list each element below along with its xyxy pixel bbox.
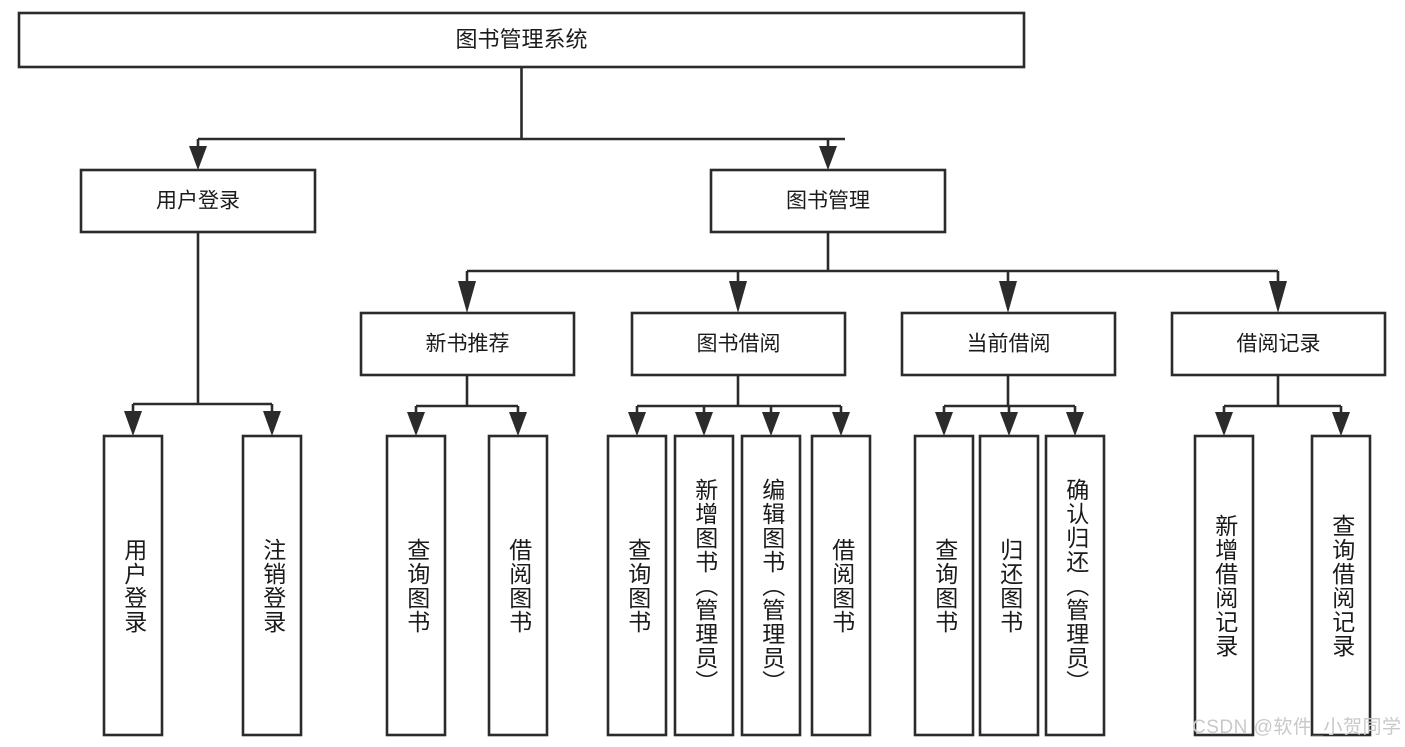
arrow-head-leaf-query-book-2 xyxy=(628,412,646,436)
node-root-box[interactable] xyxy=(17,11,1026,69)
arrow-head-borrow-record xyxy=(1269,281,1287,313)
node-borrow-record[interactable]: 借阅记录 xyxy=(1170,311,1387,377)
node-new-book-rec[interactable]: 新书推荐 xyxy=(359,311,576,377)
leaf-add-record-box[interactable] xyxy=(1193,434,1255,737)
arrow-head-current-borrow xyxy=(999,281,1017,313)
leaf-query-book-1-box[interactable] xyxy=(385,434,447,737)
arrow-head-leaf-query-record xyxy=(1332,412,1350,436)
node-borrow-record-label: 借阅记录 xyxy=(1237,333,1321,356)
arrow-head-leaf-add-record xyxy=(1215,412,1233,436)
leaf-borrow-book-2-box[interactable] xyxy=(810,434,872,737)
leaf-query-book-2-box[interactable] xyxy=(606,434,668,737)
node-book-borrow[interactable]: 图书借阅 xyxy=(630,311,847,377)
node-current-borrow-label: 当前借阅 xyxy=(967,333,1051,356)
node-book-borrow-label: 图书借阅 xyxy=(697,333,781,356)
arrow-head-leaf-user-login xyxy=(124,411,142,436)
arrow-head-leaf-add-book xyxy=(695,412,713,436)
node-borrow-record-box[interactable] xyxy=(1170,311,1387,377)
node-book-manage-label: 图书管理 xyxy=(786,190,870,213)
leaf-confirm-return-box[interactable] xyxy=(1044,434,1106,737)
csdn-watermark: CSDN @软件_小贺同学 xyxy=(1192,717,1402,738)
node-root[interactable]: 图书管理系统 xyxy=(17,11,1026,69)
leaf-borrow-book-1-box[interactable] xyxy=(487,434,549,737)
node-current-borrow-box[interactable] xyxy=(900,311,1117,377)
leaf-logout-login-box[interactable] xyxy=(241,434,303,737)
arrow-head-new-book-rec xyxy=(458,281,476,313)
node-user-login-label: 用户登录 xyxy=(156,190,240,213)
node-new-book-rec-box[interactable] xyxy=(359,311,576,377)
leaf-edit-book-box[interactable] xyxy=(740,434,802,737)
arrow-head-book-borrow xyxy=(729,281,747,313)
arrow-head-user-login xyxy=(189,146,207,170)
arrow-head-leaf-logout-login xyxy=(263,411,281,436)
node-book-manage-box[interactable] xyxy=(709,168,947,234)
leaf-query-record-box[interactable] xyxy=(1310,434,1372,737)
arrow-head-leaf-query-book-1 xyxy=(407,412,425,436)
arrow-head-book-manage xyxy=(819,146,837,170)
node-user-login[interactable]: 用户登录 xyxy=(79,168,317,234)
node-user-login-box[interactable] xyxy=(79,168,317,234)
leaf-box-layer xyxy=(102,434,1372,737)
leaf-add-book-box[interactable] xyxy=(673,434,735,737)
arrow-head-leaf-borrow-book-1 xyxy=(509,412,527,436)
leaf-return-book-box[interactable] xyxy=(978,434,1040,737)
arrow-head-leaf-return-book xyxy=(1000,412,1018,436)
node-book-borrow-box[interactable] xyxy=(630,311,847,377)
arrow-head-leaf-borrow-book-2 xyxy=(832,412,850,436)
node-current-borrow[interactable]: 当前借阅 xyxy=(900,311,1117,377)
node-root-label: 图书管理系统 xyxy=(455,27,587,52)
node-book-manage[interactable]: 图书管理 xyxy=(709,168,947,234)
arrow-head-leaf-edit-book xyxy=(762,412,780,436)
arrow-head-leaf-query-book-3 xyxy=(935,412,953,436)
arrow-head-leaf-confirm-return xyxy=(1066,412,1084,436)
node-new-book-rec-label: 新书推荐 xyxy=(426,333,510,356)
connector-layer xyxy=(124,67,1350,436)
leaf-query-book-3-box[interactable] xyxy=(913,434,975,737)
leaf-user-login-box[interactable] xyxy=(102,434,164,737)
